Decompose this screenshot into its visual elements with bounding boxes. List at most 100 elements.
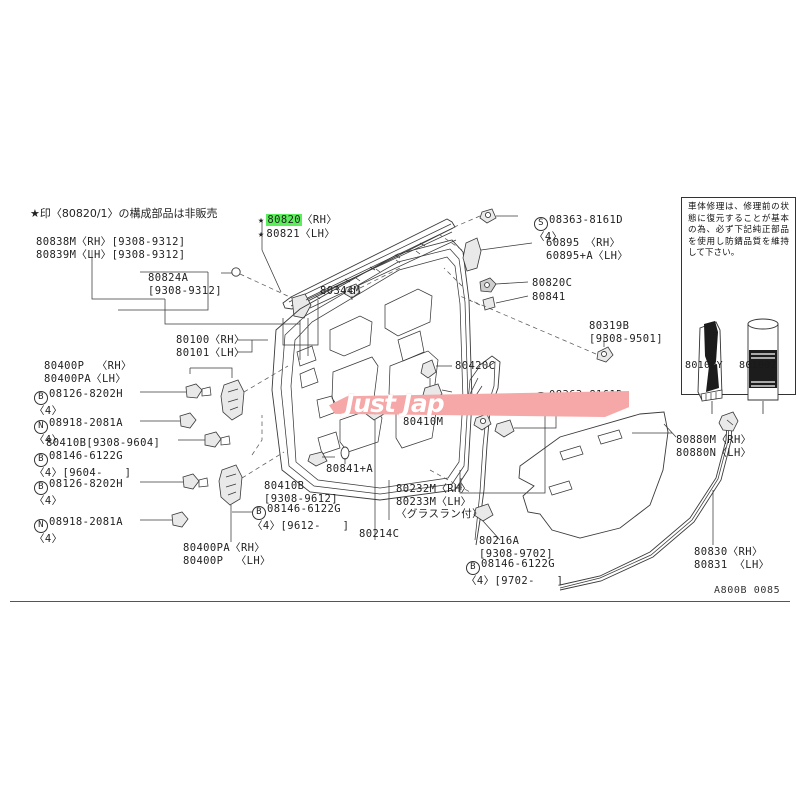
part-label-line: 80824A — [148, 272, 189, 284]
part-label-line: 〈4〉 — [34, 405, 63, 417]
body-repair-note-text: 車体修理は、修理前の状態に復元することが基本の為、必ず下記純正部品を使用し防錆品… — [688, 202, 789, 259]
sheet-code: A800B 0085 — [714, 585, 781, 596]
part-label-line: 80232M〈RH〉 — [396, 483, 472, 495]
part-label-line: [9308-9612] — [264, 492, 338, 505]
note-box-illustration — [697, 318, 779, 414]
circled-letter-b: B — [252, 506, 266, 520]
part-label-80214c: 80214C — [359, 528, 399, 541]
part-label-80344m: 80344M — [320, 285, 360, 298]
circled-letter-b: B — [34, 481, 48, 495]
part-label-80841: 80841 — [532, 291, 566, 304]
body-repair-note-box: 車体修理は、修理前の状態に復元することが基本の為、必ず下記純正部品を使用し防錆品… — [681, 197, 796, 414]
part-label-line: 80410M — [403, 416, 444, 428]
part-label-line: 80400PA〈LH〉 — [44, 372, 127, 385]
part-label-line: 〈4〉 — [534, 406, 563, 418]
part-label-line: 80400P 〈RH〉 — [44, 360, 132, 372]
part-label-60895: 60895 〈RH〉60895+A〈LH〉 — [546, 237, 628, 262]
part-label-line: 80880N〈LH〉 — [676, 446, 752, 459]
part-label-line: ★80820〈RH〉 — [258, 214, 338, 226]
circled-letter-n: N — [34, 420, 48, 434]
part-label-80232m: 80232M〈RH〉80233M〈LH〉〈グラスラン付〉 — [396, 483, 483, 521]
part-label-80410b1: 80410B[9308-9604] — [46, 437, 160, 450]
part-label-80216a: 80216A[9308-9702] — [479, 535, 553, 560]
weatherstrip-part — [559, 411, 739, 591]
left-fastener-column — [140, 365, 289, 542]
part-label-80400p: 80400P 〈RH〉80400PA〈LH〉 — [44, 360, 132, 385]
part-label-80824a: 80824A[9308-9312] — [148, 272, 222, 297]
part-label-line: 80880M〈RH〉 — [676, 434, 752, 446]
part-label-80820: ★80820〈RH〉★80821〈LH〉 — [258, 214, 337, 241]
part-label-line: 80344M — [320, 285, 361, 297]
note-spray-label: 80100Z — [739, 360, 777, 371]
part-label-line: ★80821〈LH〉 — [258, 227, 336, 240]
door-trim-panel — [518, 411, 677, 539]
part-label-line: 80100〈RH〉 — [176, 334, 245, 346]
part-label-80830: 80830〈RH〉80831 〈LH〉 — [694, 546, 770, 571]
part-label-line: 80233M〈LH〉 — [396, 495, 472, 508]
part-label-line: 60895+A〈LH〉 — [546, 249, 629, 262]
circled-letter-s: S — [534, 217, 548, 231]
part-80319b — [469, 299, 614, 363]
circled-letter-b: B — [466, 561, 480, 575]
part-label-line: 80214C — [359, 528, 400, 540]
leader-lines-bottom-center — [388, 469, 471, 520]
part-label-line: 80410B — [264, 480, 305, 492]
part-label-line: 80420C — [455, 360, 496, 372]
part-label-80319b: 80319B[9308-9501] — [589, 320, 663, 345]
highlighted-part-number: 80820 — [266, 214, 303, 226]
part-label-line: 〈4〉 — [34, 533, 63, 545]
circled-letter-n: N — [34, 519, 48, 533]
part-label-line: 〈4〉[9604- ] — [34, 467, 132, 479]
part-label-line: 60895 〈RH〉 — [546, 237, 621, 249]
part-label-line: 80839M〈LH〉[9308-9312] — [36, 248, 186, 261]
part-label-line: 80410B[9308-9604] — [46, 437, 161, 449]
part-label-line: [9308-9702] — [479, 547, 553, 560]
footer-divider — [10, 601, 790, 602]
part-label-80838m: 80838M〈RH〉[9308-9312]80839M〈LH〉[9308-931… — [36, 236, 186, 261]
circled-letter-s: S — [534, 392, 548, 406]
part-label-line: 80216A — [479, 535, 520, 547]
part-label-line: 80838M〈RH〉[9308-9312] — [36, 236, 186, 248]
part-label-80820c: 80820C — [532, 277, 572, 290]
part-label-line: 80400PA〈RH〉 — [183, 542, 266, 554]
part-label-80880m: 80880M〈RH〉80880N〈LH〉 — [676, 434, 752, 459]
part-80420c — [420, 359, 453, 401]
part-label-line: 80400P 〈LH〉 — [183, 554, 271, 567]
part-label-line: 〈4〉[9702- ] — [466, 575, 564, 587]
part-label-line: 80820C — [532, 277, 573, 289]
part-label-line: 80841 — [532, 291, 566, 303]
star-icon: ★ — [258, 215, 265, 226]
part-label-80410m: 80410M — [403, 416, 443, 429]
star-note-header: ★印〈80820/1〉の構成部品は非販売 — [30, 207, 218, 220]
part-label-80400pa: 80400PA〈RH〉80400P 〈LH〉 — [183, 542, 271, 567]
part-label-line: [9308-9312] — [148, 284, 222, 297]
window-regulator-assembly — [459, 355, 557, 546]
part-label-line: 80101〈LH〉 — [176, 346, 245, 359]
circled-letter-b: B — [34, 391, 48, 405]
part-label-80410b2: 80410B[9308-9612] — [264, 480, 338, 505]
part-label-line: 〈グラスラン付〉 — [396, 508, 483, 520]
part-label-line: [9308-9501] — [589, 332, 663, 345]
right-top-small-parts — [439, 208, 533, 311]
part-label-line: 〈4〉[9612- ] — [252, 520, 350, 532]
leader-lines-left — [91, 250, 300, 353]
part-label-line: 80841+A — [326, 463, 374, 475]
part-label-line: 80831 〈LH〉 — [694, 558, 770, 571]
part-label-line: 〈4〉 — [34, 434, 63, 446]
